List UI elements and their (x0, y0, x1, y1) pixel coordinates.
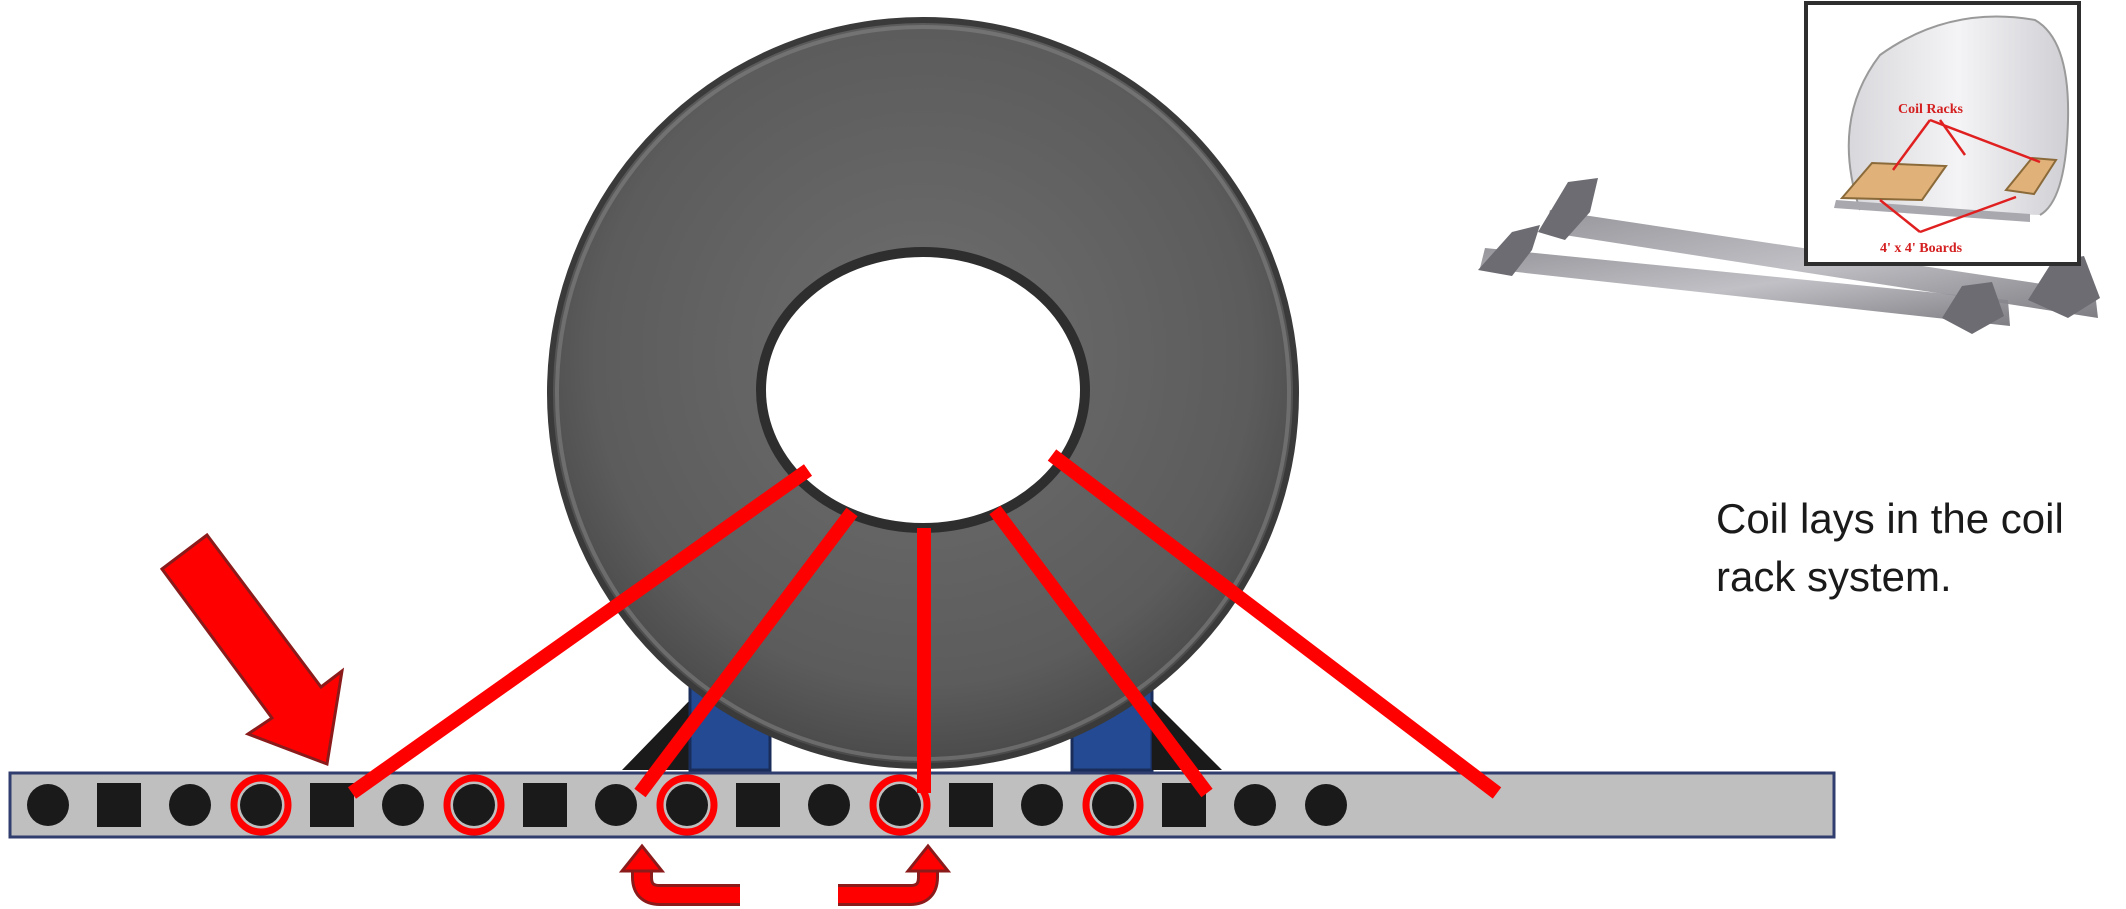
rail-hole-highlight-ring (869, 774, 931, 836)
rail-holes (27, 774, 1347, 836)
rail-hole-circle (27, 784, 69, 826)
rail-hole-circle (879, 784, 921, 826)
pointer-arrow (159, 532, 345, 767)
rail-hole-highlight-ring (656, 774, 718, 836)
rail-hole-highlight-ring (230, 774, 292, 836)
rail-hole-circle (1021, 784, 1063, 826)
contact-line-2 (634, 507, 858, 798)
rail-hole-square (949, 783, 993, 827)
caption-text: Coil lays in the coil rack system. (1716, 490, 2096, 606)
rail-hole-circle (169, 784, 211, 826)
rail-hole-square (523, 783, 567, 827)
contact-line-4 (989, 505, 1213, 798)
caption-line-1: Coil lays in the coil (1716, 495, 2064, 542)
rail-hole-circle (1305, 784, 1347, 826)
inset-label-coil-racks: Coil Racks (1898, 102, 1964, 117)
rail-hole-highlight-ring (1082, 774, 1144, 836)
steel-coil (547, 17, 1299, 769)
caption-line-2: rack system. (1716, 553, 1952, 600)
contact-line-1 (347, 464, 813, 799)
inset-label-boards: 4' x 4' Boards (1880, 241, 1963, 256)
rail-hole-square (97, 783, 141, 827)
contact-line-5 (1047, 449, 1502, 799)
rail-hole-circle (1234, 784, 1276, 826)
coil-eye (756, 247, 1090, 533)
rail-hole-circle (666, 784, 708, 826)
rail-hole-circle (453, 784, 495, 826)
rail-hole-square (736, 783, 780, 827)
contact-lines (347, 449, 1502, 799)
rail-hole-circle (595, 784, 637, 826)
rail-hole-circle (240, 784, 282, 826)
rail-hole-circle (808, 784, 850, 826)
adjust-arrow-left (618, 843, 740, 906)
rail-hole-highlight-ring (443, 774, 505, 836)
rail-hole-square (310, 783, 354, 827)
coil-rack-inset: Coil Racks 4' x 4' Boards (1804, 1, 2081, 266)
rail-hole-circle (382, 784, 424, 826)
adjust-arrow-right (838, 843, 952, 906)
rail-hole-circle (1092, 784, 1134, 826)
